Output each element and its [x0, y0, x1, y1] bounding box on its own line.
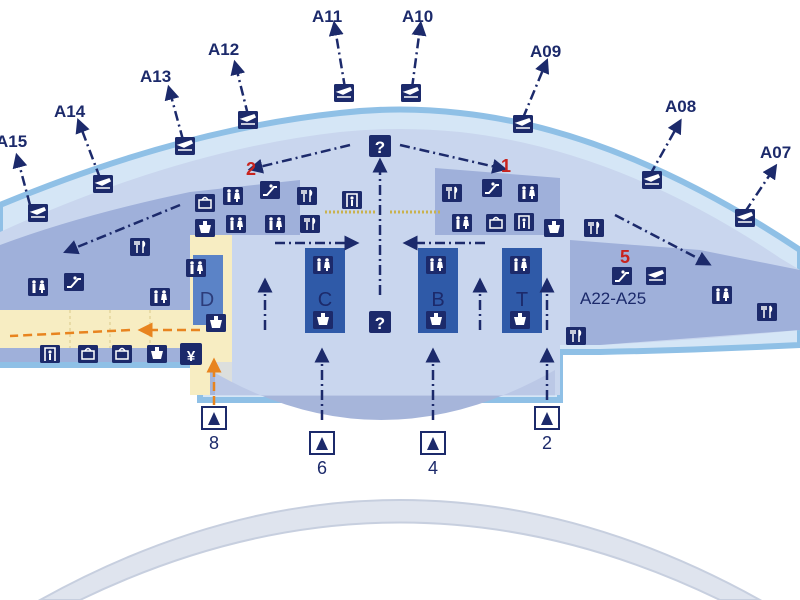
- zone-label-d[interactable]: D: [200, 289, 214, 311]
- restaurant-icon[interactable]: [756, 302, 778, 322]
- gate-spokes: [12, 20, 778, 213]
- shopping-icon[interactable]: [485, 213, 507, 233]
- shopping-icon[interactable]: [111, 344, 133, 364]
- escalator-icon[interactable]: [63, 272, 85, 292]
- gate-labels: A15 A14 A13 A12 A11 A10 A09 A08 A07: [0, 7, 791, 162]
- yellow-corridor: [0, 310, 190, 348]
- departure-gate-icon[interactable]: [400, 83, 422, 103]
- departure-gate-icon[interactable]: [237, 110, 259, 130]
- restaurant-icon[interactable]: [441, 183, 463, 203]
- security-check-icon[interactable]: [39, 344, 61, 364]
- restroom-icon[interactable]: [510, 256, 530, 274]
- zone-label-t[interactable]: T: [516, 289, 528, 311]
- departure-gate-icon[interactable]: [92, 174, 114, 194]
- numbered-markers: 2 1 5: [246, 156, 630, 267]
- entrance-label-4: 4: [428, 458, 438, 478]
- zone-label-c[interactable]: C: [318, 289, 332, 311]
- restaurant-icon[interactable]: [296, 186, 318, 206]
- restroom-icon[interactable]: [28, 278, 48, 296]
- checkin-icon[interactable]: [147, 345, 167, 363]
- restroom-icon[interactable]: [518, 184, 538, 202]
- service-icons: ¥: [28, 178, 778, 365]
- checkin-icon[interactable]: [510, 311, 530, 329]
- orange-route: [9, 322, 222, 405]
- gate-label-a13[interactable]: A13: [140, 67, 171, 86]
- checkin-icon[interactable]: [195, 219, 215, 237]
- marker-2[interactable]: 2: [246, 159, 256, 179]
- entrance-label-6: 6: [317, 458, 327, 478]
- security-check-icon[interactable]: [341, 190, 363, 210]
- shopping-icon[interactable]: [77, 344, 99, 364]
- entrance-doors: 8 6 4 2: [201, 406, 560, 478]
- gate-label-a10[interactable]: A10: [402, 7, 433, 26]
- restroom-icon[interactable]: [313, 256, 333, 274]
- info-symbol-center: ?: [375, 314, 385, 333]
- gate-label-a12[interactable]: A12: [208, 40, 239, 59]
- escalator-icon[interactable]: [259, 180, 281, 200]
- restaurant-icon[interactable]: [129, 237, 151, 257]
- departure-gate-icon[interactable]: [512, 114, 534, 134]
- shopping-icon[interactable]: [194, 193, 216, 213]
- security-check-icon[interactable]: [513, 212, 535, 232]
- restroom-icon[interactable]: [452, 214, 472, 232]
- restroom-icon[interactable]: [226, 215, 246, 233]
- restaurant-icon[interactable]: [583, 218, 605, 238]
- gate-label-a08[interactable]: A08: [665, 97, 696, 116]
- checkin-icon[interactable]: [313, 311, 333, 329]
- entrance-label-8: 8: [209, 433, 219, 453]
- marker-5[interactable]: 5: [620, 247, 630, 267]
- restroom-icon[interactable]: [150, 288, 170, 306]
- info-points: ? ?: [369, 135, 391, 333]
- entrance-label-2: 2: [542, 433, 552, 453]
- pier-east: [570, 240, 800, 345]
- hall-band: [215, 362, 555, 396]
- gate-range-label[interactable]: A22-A25: [580, 289, 646, 308]
- restaurant-icon[interactable]: [565, 326, 587, 346]
- entrance-door-6[interactable]: [309, 431, 335, 455]
- gate-label-a15[interactable]: A15: [0, 132, 27, 151]
- restroom-icon[interactable]: [712, 286, 732, 304]
- restroom-icon[interactable]: [223, 187, 243, 205]
- currency-symbol: ¥: [187, 348, 196, 365]
- departure-gate-icon[interactable]: [174, 136, 196, 156]
- gate-label-a11[interactable]: A11: [312, 7, 342, 26]
- escalator-icon[interactable]: [611, 266, 633, 286]
- checkin-icon[interactable]: [206, 314, 226, 332]
- departure-gate-icon[interactable]: [645, 266, 667, 286]
- roadway-arch: [37, 499, 763, 600]
- escalator-icon[interactable]: [481, 178, 503, 198]
- walkway-arrows: [63, 143, 712, 420]
- restroom-icon[interactable]: [426, 256, 446, 274]
- checkin-icon[interactable]: [426, 311, 446, 329]
- departure-gate-icon[interactable]: [641, 170, 663, 190]
- restroom-icon[interactable]: [186, 259, 206, 277]
- departure-gate-icon[interactable]: [27, 203, 49, 223]
- departure-gate-icon[interactable]: [333, 83, 355, 103]
- gate-label-a07[interactable]: A07: [760, 143, 791, 162]
- gate-label-a14[interactable]: A14: [54, 102, 86, 121]
- marker-1[interactable]: 1: [501, 156, 511, 176]
- info-symbol-top: ?: [375, 138, 385, 157]
- restaurant-icon[interactable]: [299, 214, 321, 234]
- checkin-zone-labels: D C B T: [200, 289, 528, 311]
- entrance-door-4[interactable]: [420, 431, 446, 455]
- departure-gate-icon[interactable]: [734, 208, 756, 228]
- entrance-door-2[interactable]: [534, 406, 560, 430]
- restroom-icon[interactable]: [265, 215, 285, 233]
- gate-label-a09[interactable]: A09: [530, 42, 561, 61]
- zone-label-b[interactable]: B: [431, 289, 444, 311]
- entrance-door-8[interactable]: [201, 406, 227, 430]
- checkin-icon[interactable]: [544, 219, 564, 237]
